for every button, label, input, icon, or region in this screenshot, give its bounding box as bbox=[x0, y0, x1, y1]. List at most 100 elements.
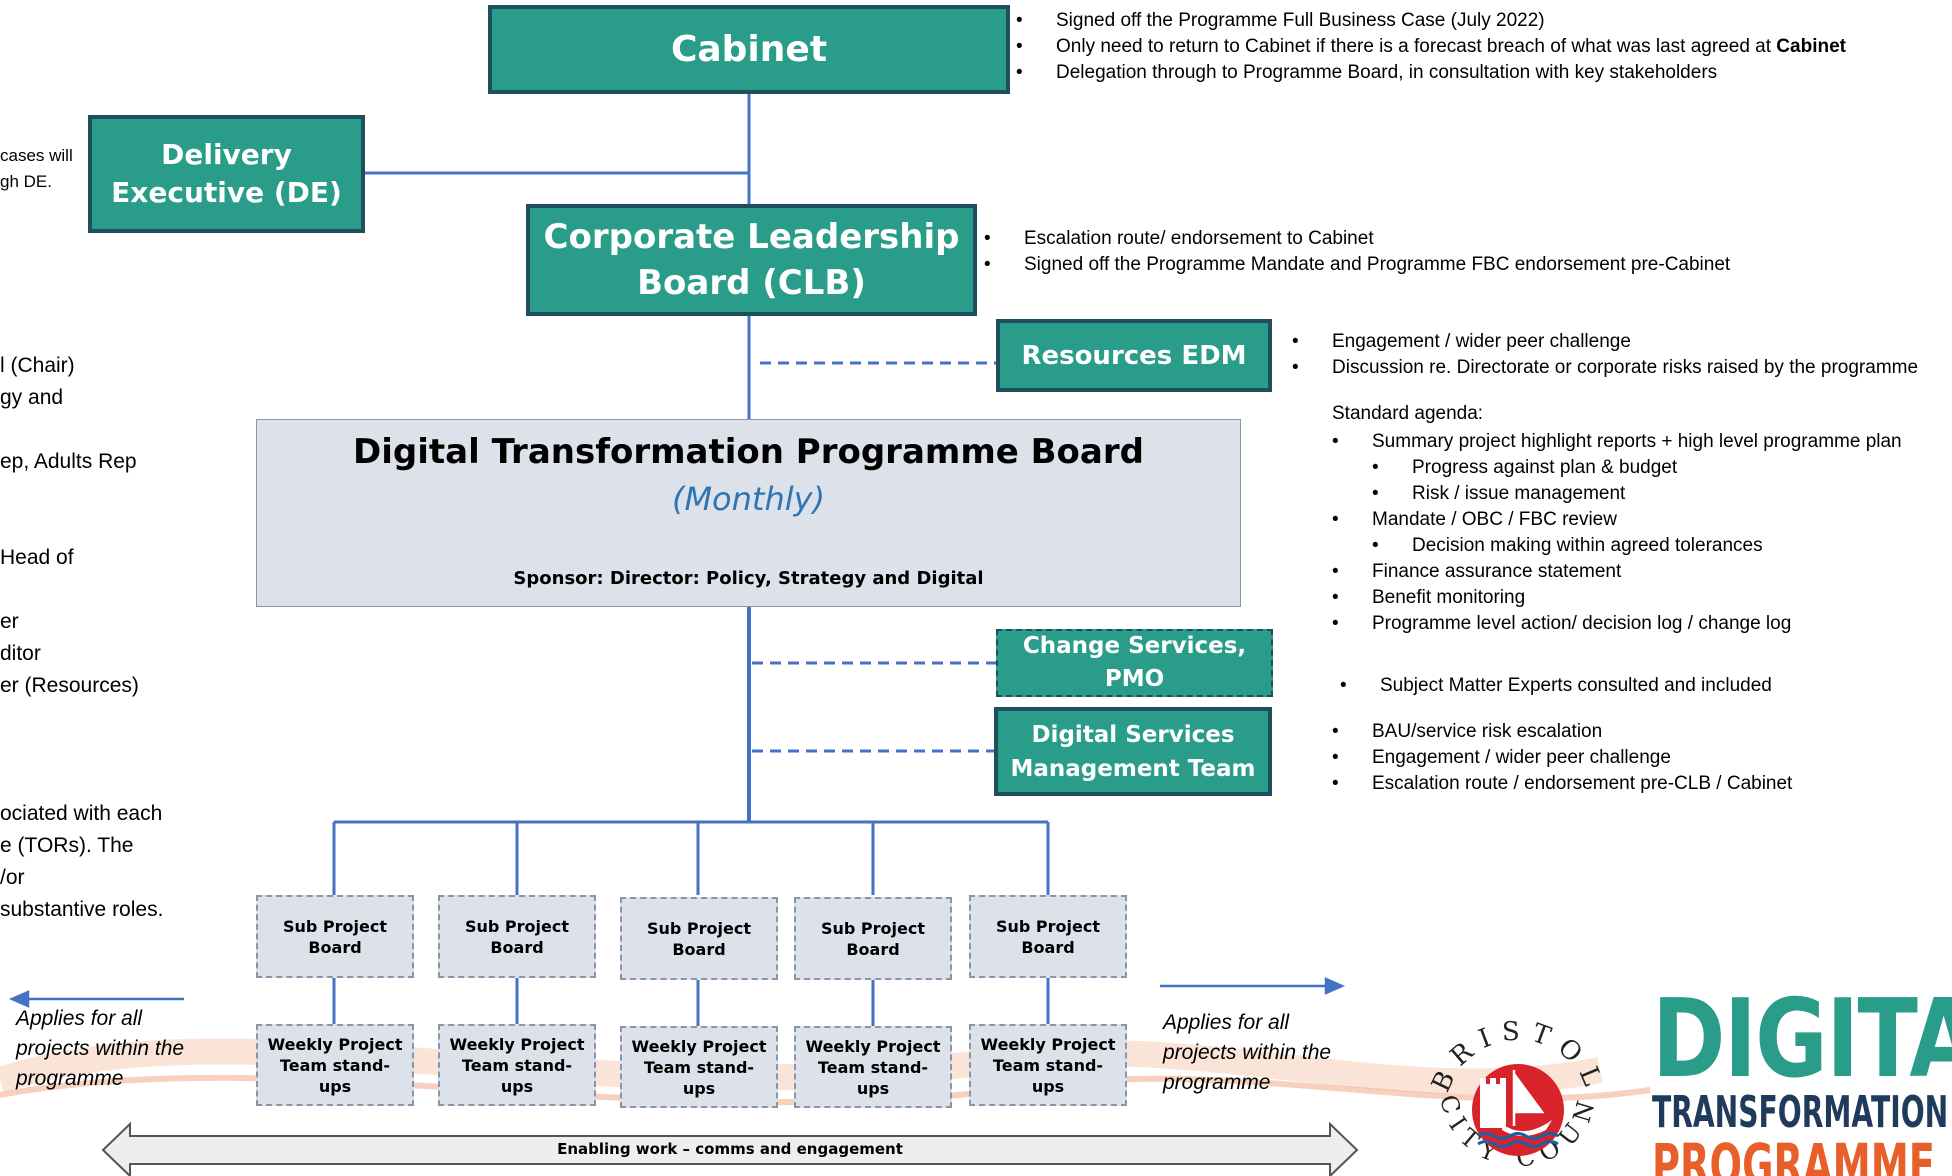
cabinet-note: Delegation through to Programme Board, i… bbox=[1016, 60, 1846, 86]
clb-line2: Board (CLB) bbox=[637, 263, 866, 303]
programme-board-sponsor: Sponsor: Director: Policy, Strategy and … bbox=[513, 568, 984, 589]
applies-note-line: programme bbox=[1163, 1071, 1271, 1094]
resources-edm-box: Resources EDM bbox=[996, 319, 1272, 392]
standup-line2: Team stand- bbox=[279, 1055, 391, 1075]
agenda-subitem: Risk / issue management bbox=[1332, 481, 1902, 507]
weekly-standup-box: Weekly Project Team stand- ups bbox=[438, 1024, 596, 1106]
left-fragment-text: ep, Adults Rep bbox=[0, 450, 137, 473]
sub-project-board-line2: Board bbox=[308, 937, 362, 957]
standup-line2: Team stand- bbox=[992, 1055, 1104, 1075]
digital-services-management-box: Digital Services Management Team bbox=[994, 707, 1272, 796]
standup-line1: Weekly Project bbox=[631, 1036, 767, 1056]
clb-note: Signed off the Programme Mandate and Pro… bbox=[984, 252, 1730, 278]
left-fragment-text: er bbox=[0, 610, 19, 633]
change-services-note: Subject Matter Experts consulted and inc… bbox=[1340, 673, 1772, 699]
applies-note-right: Applies for all projects within the prog… bbox=[1163, 1008, 1331, 1098]
left-fragment-roles: er ditor er (Resources) bbox=[0, 606, 139, 702]
delivery-executive-line1: Delivery bbox=[161, 138, 292, 171]
resources-edm-label: Resources EDM bbox=[1021, 340, 1247, 371]
dsmt-line1: Digital Services bbox=[1031, 721, 1235, 748]
applies-note-line: programme bbox=[16, 1067, 124, 1090]
change-services-box: Change Services, PMO bbox=[996, 629, 1273, 697]
enabling-work-label: Enabling work – comms and engagement bbox=[557, 1140, 903, 1158]
dsmt-note: Escalation route / endorsement pre-CLB /… bbox=[1332, 771, 1792, 797]
left-fragment-text: er (Resources) bbox=[0, 674, 139, 697]
applies-note-line: projects within the bbox=[1163, 1041, 1332, 1064]
dtp-logo-word1: DIGITAL bbox=[1652, 990, 1952, 1102]
agenda-subitem: Progress against plan & budget bbox=[1332, 455, 1902, 481]
standup-line1: Weekly Project bbox=[267, 1034, 403, 1054]
left-fragment-text: Head of bbox=[0, 546, 74, 569]
weekly-standup-box: Weekly Project Team stand- ups bbox=[620, 1026, 778, 1108]
left-fragment-text: gh DE. bbox=[0, 172, 52, 191]
dtp-logo-word3: PROGRAMME bbox=[1652, 1131, 1935, 1176]
edm-note: Engagement / wider peer challenge bbox=[1292, 329, 1918, 355]
sub-project-board: Sub Project Board bbox=[620, 897, 778, 980]
standup-line2: Team stand- bbox=[461, 1055, 573, 1075]
sub-project-board: Sub Project Board bbox=[438, 895, 596, 978]
dsmt-notes: BAU/service risk escalation Engagement /… bbox=[1332, 719, 1792, 797]
dsmt-note: BAU/service risk escalation bbox=[1332, 719, 1792, 745]
agenda-item: Benefit monitoring bbox=[1332, 585, 1902, 611]
left-fragment-tors: ociated with each e (TORs). The /or subs… bbox=[0, 798, 163, 926]
applies-note-line: projects within the bbox=[16, 1037, 185, 1060]
applies-note-line: Applies for all bbox=[16, 1007, 143, 1030]
change-services-notes: Subject Matter Experts consulted and inc… bbox=[1340, 673, 1772, 699]
agenda-heading: Standard agenda: bbox=[1332, 403, 1484, 424]
sub-project-board-line2: Board bbox=[672, 939, 726, 959]
standup-line1: Weekly Project bbox=[980, 1034, 1116, 1054]
left-fragment-text: ditor bbox=[0, 642, 41, 665]
edm-notes: Engagement / wider peer challenge Discus… bbox=[1292, 329, 1918, 381]
programme-board-box: Digital Transformation Programme Board (… bbox=[256, 419, 1241, 607]
sub-project-board: Sub Project Board bbox=[256, 895, 414, 978]
programme-board-frequency: (Monthly) bbox=[671, 480, 826, 518]
agenda-item: Mandate / OBC / FBC review bbox=[1332, 507, 1902, 533]
left-fragment-text: l (Chair) bbox=[0, 354, 75, 377]
sub-project-board: Sub Project Board bbox=[969, 895, 1127, 978]
left-fragment-text: substantive roles. bbox=[0, 898, 164, 921]
sub-project-board-line1: Sub Project bbox=[820, 918, 925, 938]
cabinet-note-text: Only need to return to Cabinet if there … bbox=[1056, 36, 1777, 57]
sub-project-board-line1: Sub Project bbox=[995, 916, 1100, 936]
left-fragment-text: cases will bbox=[0, 146, 73, 165]
change-services-line2: PMO bbox=[1104, 666, 1165, 692]
agenda-subitem: Decision making within agreed tolerances bbox=[1332, 533, 1902, 559]
sub-project-board: Sub Project Board bbox=[794, 897, 952, 980]
dtp-logo: DIGITAL TRANSFORMATION PROGRAMME bbox=[1652, 990, 1952, 1176]
dtp-logo-word2: TRANSFORMATION bbox=[1652, 1087, 1949, 1138]
enabling-work-arrow bbox=[101, 1121, 1359, 1176]
left-fragment-membership: l (Chair) gy and bbox=[0, 350, 75, 414]
cabinet-box: Cabinet bbox=[488, 5, 1010, 94]
applies-note-line: Applies for all bbox=[1163, 1011, 1290, 1034]
change-services-line1: Change Services, bbox=[1022, 633, 1247, 659]
agenda-item: Finance assurance statement bbox=[1332, 559, 1902, 585]
left-fragment-text: gy and bbox=[0, 386, 64, 409]
left-fragment-text: e (TORs). The bbox=[0, 834, 134, 857]
left-fragment-text: /or bbox=[0, 866, 25, 889]
clb-box: Corporate Leadership Board (CLB) bbox=[526, 204, 977, 316]
cabinet-notes: Signed off the Programme Full Business C… bbox=[1016, 8, 1846, 86]
left-fragment-de: cases will gh DE. bbox=[0, 143, 73, 195]
agenda-item: Summary project highlight reports + high… bbox=[1332, 429, 1902, 455]
bristol-city-council-logo: BRISTOL CITY COUNCIL bbox=[1418, 1000, 1601, 1173]
weekly-standup-box: Weekly Project Team stand- ups bbox=[256, 1024, 414, 1106]
delivery-executive-line2: Executive (DE) bbox=[111, 176, 342, 209]
weekly-standup-box: Weekly Project Team stand- ups bbox=[969, 1024, 1127, 1106]
dsmt-note: Engagement / wider peer challenge bbox=[1332, 745, 1792, 771]
clb-note: Escalation route/ endorsement to Cabinet bbox=[984, 226, 1730, 252]
sub-project-board-line1: Sub Project bbox=[282, 916, 387, 936]
applies-note-left: Applies for all projects within the prog… bbox=[16, 1004, 184, 1094]
cabinet-label: Cabinet bbox=[670, 29, 828, 70]
standup-line1: Weekly Project bbox=[805, 1036, 941, 1056]
sub-project-board-line1: Sub Project bbox=[464, 916, 569, 936]
cabinet-note: Signed off the Programme Full Business C… bbox=[1016, 8, 1846, 34]
cabinet-note: Only need to return to Cabinet if there … bbox=[1016, 34, 1846, 60]
standup-line2: Team stand- bbox=[817, 1057, 929, 1077]
agenda-item: Programme level action/ decision log / c… bbox=[1332, 611, 1902, 637]
agenda-list: Summary project highlight reports + high… bbox=[1332, 429, 1902, 637]
cabinet-note-bold: Cabinet bbox=[1776, 36, 1846, 57]
clb-line1: Corporate Leadership bbox=[543, 217, 960, 257]
standup-line3: ups bbox=[682, 1078, 716, 1098]
weekly-standup-box: Weekly Project Team stand- ups bbox=[794, 1026, 952, 1108]
delivery-executive-box: Delivery Executive (DE) bbox=[88, 115, 365, 233]
